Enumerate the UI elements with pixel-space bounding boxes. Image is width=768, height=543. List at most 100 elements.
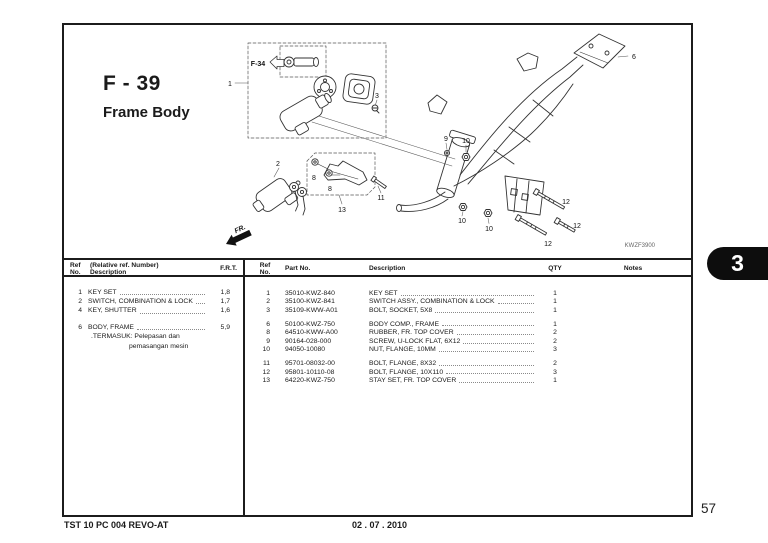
fr-label: FR. <box>234 224 247 235</box>
ref-no-cell: 1 <box>78 289 82 297</box>
diagram-code: KWZF3900 <box>625 243 656 249</box>
description-cell: KEY SET <box>369 289 398 297</box>
frt-cell: 1,7 <box>220 298 230 306</box>
qty-cell: 1 <box>553 377 557 385</box>
callout-3: 3 <box>375 93 379 100</box>
callout-13: 13 <box>338 207 346 214</box>
chapter-tab: 3 <box>707 247 768 280</box>
part-no-cell: 35100-KWZ-841 <box>285 298 335 306</box>
stay-set-dashed-box <box>306 152 376 196</box>
description-cell: BOLT, FLANGE, 8X32 <box>369 359 437 367</box>
flange-bolt-8x32-drawing <box>370 175 387 189</box>
description-cell: SWITCH, COMBINATION & LOCK <box>88 298 193 306</box>
ref-no-header: Ref No. <box>259 261 271 276</box>
qty-cell: 1 <box>553 306 557 314</box>
ref-no-header: Ref No. <box>70 261 81 276</box>
callout-10c: 10 <box>485 226 493 233</box>
frt-header: F.R.T. <box>220 265 237 272</box>
exploded-parts-diagram: FR. F-34 KWZF3900 1 2 3 6 8 8 9 10 10 10… <box>226 33 656 249</box>
note-line: .TERMASUK: Pelepasan dan <box>91 332 180 340</box>
callout-12a: 12 <box>562 199 570 206</box>
parts-table-section: Ref No. (Relative ref. Number) Descripti… <box>62 258 693 517</box>
ref-no-cell: 6 <box>266 320 270 328</box>
page-number: 57 <box>701 501 717 516</box>
description-cell: SCREW, U-LOCK FLAT, 6X12 <box>369 337 461 345</box>
dotted-leader <box>139 312 205 314</box>
flange-bolt-10x110-drawing <box>514 188 576 236</box>
part-no-cell: 95801-10110-08 <box>285 368 335 376</box>
ref-no-cell: 2 <box>266 298 270 306</box>
frt-table-body: 1 KEY SET 1,8 2 SWITCH, COMBINATION & LOCK 1,… <box>62 277 243 352</box>
switch-plate-drawing <box>342 73 376 105</box>
qty-cell: 3 <box>553 346 557 354</box>
callout-10a: 10 <box>462 138 470 145</box>
dotted-leader <box>446 373 534 375</box>
qty-cell: 2 <box>553 329 557 337</box>
key-shutter-drawing <box>283 56 319 68</box>
steering-head-drawing <box>436 129 476 198</box>
callout-12c: 12 <box>544 241 552 248</box>
ref-no-cell: 9 <box>266 337 270 345</box>
cross-ref-arrow-icon <box>269 55 285 70</box>
dotted-leader <box>439 364 534 366</box>
qty-cell: 2 <box>553 359 557 367</box>
combination-lock-drawing <box>279 93 332 136</box>
frt-cell: 5,9 <box>220 323 230 331</box>
description-cell: STAY SET, FR. TOP COVER <box>369 377 457 385</box>
part-no-cell: 64220-KWZ-750 <box>285 377 335 385</box>
description-cell: BOLT, SOCKET, 5X8 <box>369 306 433 314</box>
cross-ref-label: F-34 <box>251 61 266 68</box>
fr-direction-arrow: FR. <box>226 224 252 246</box>
part-no-cell: 94050-10080 <box>285 346 326 354</box>
dotted-leader <box>456 333 534 335</box>
dotted-leader <box>438 351 534 353</box>
parts-row: 1 35010-KWZ-840 KEY SET 1 <box>245 289 693 298</box>
axis-lines <box>311 115 456 167</box>
ref-no-cell: 3 <box>266 306 270 314</box>
dotted-leader <box>459 381 534 383</box>
description-cell: KEY SET <box>88 289 117 297</box>
frt-cell: 1,8 <box>220 289 230 297</box>
page-title: Frame Body <box>103 104 190 121</box>
fasteners-drawing <box>443 149 493 217</box>
part-no-cell: 64510-KWW-A00 <box>285 329 338 337</box>
title-block: F - 39 Frame Body <box>103 72 190 121</box>
dotted-leader <box>400 294 534 296</box>
dotted-leader <box>195 303 205 305</box>
keys-drawing <box>289 180 307 216</box>
description-cell: BODY COMP., FRAME <box>369 320 439 328</box>
callout-11: 11 <box>377 195 384 202</box>
part-no-cell: 35010-KWZ-840 <box>285 289 335 297</box>
qty-cell: 2 <box>553 337 557 345</box>
section-code: F - 39 <box>103 72 161 95</box>
qty-cell: 1 <box>553 298 557 306</box>
qty-cell: 3 <box>553 368 557 376</box>
frt-cell: 1,6 <box>220 307 230 315</box>
dotted-leader <box>119 294 205 296</box>
callout-10b: 10 <box>458 218 466 225</box>
ref-no-cell: 2 <box>78 298 82 306</box>
qty-cell: 1 <box>553 289 557 297</box>
callout-9: 9 <box>444 136 448 143</box>
description-cell: NUT, FLANGE, 10MM <box>369 346 436 354</box>
table-header: Ref No. (Relative ref. Number) Descripti… <box>62 260 693 277</box>
ref-no-cell: 1 <box>266 289 270 297</box>
dotted-leader <box>435 311 534 313</box>
callout-12b: 12 <box>573 223 581 230</box>
ref-no-cell: 6 <box>78 323 82 331</box>
callout-8a: 8 <box>312 175 316 182</box>
description-header: (Relative ref. Number) Description <box>90 261 159 276</box>
qty-header: QTY <box>548 265 562 272</box>
callout-8b: 8 <box>328 186 332 193</box>
parts-row: 9 90164-028-000 SCREW, U-LOCK FLAT, 6X12 2 <box>245 337 693 346</box>
part-no-cell: 90164-028-000 <box>285 337 332 345</box>
dotted-leader <box>136 328 205 330</box>
